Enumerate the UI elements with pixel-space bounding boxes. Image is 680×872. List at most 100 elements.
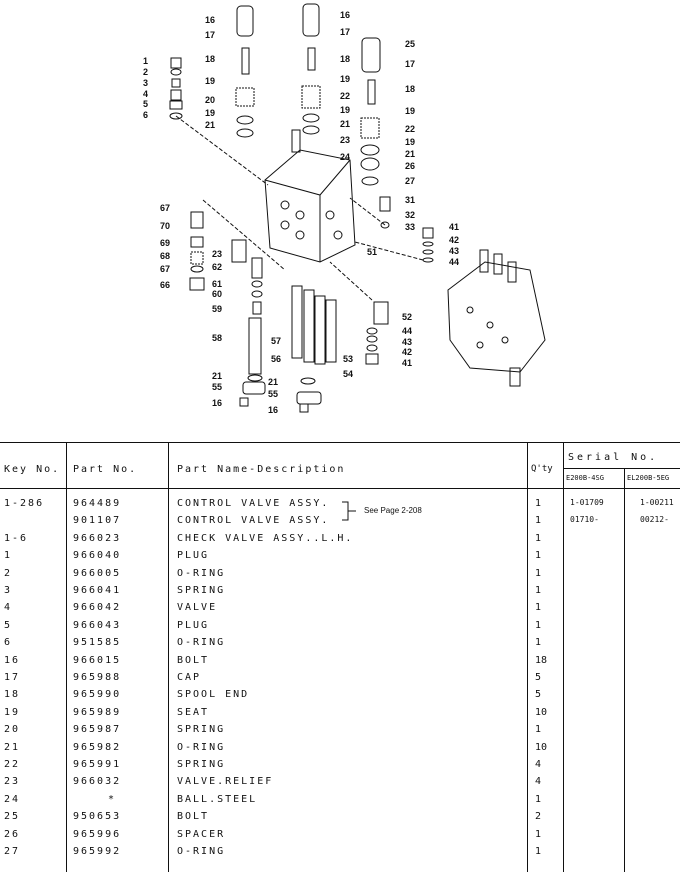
qty-cell: 1 bbox=[535, 498, 542, 509]
part-no-cell: 966032 bbox=[73, 776, 122, 788]
qty-cell: 1 bbox=[535, 828, 542, 840]
callout-label: 69 bbox=[160, 238, 170, 248]
header-key-no: Key No. bbox=[4, 464, 61, 475]
callout-label: 61 bbox=[212, 279, 222, 289]
spring-part bbox=[360, 117, 380, 139]
callout-label: 51 bbox=[367, 247, 377, 257]
callout-label: 4 bbox=[143, 89, 148, 99]
callout-label: 16 bbox=[340, 10, 350, 20]
callout-label: 18 bbox=[340, 54, 350, 64]
key-no-cell: 20 bbox=[4, 724, 21, 736]
qty-cell: 1 bbox=[535, 532, 542, 544]
key-no-cell: 1 bbox=[4, 550, 13, 562]
spool-part bbox=[291, 285, 303, 359]
part-name-cell: SPRING bbox=[177, 585, 226, 596]
callout-label: 62 bbox=[212, 262, 222, 272]
callout-label: 21 bbox=[340, 119, 350, 129]
callout-label: 16 bbox=[212, 398, 222, 408]
spool-end-part bbox=[367, 79, 376, 105]
key-no-cell: 2 bbox=[4, 567, 13, 579]
key-no-cell: 23 bbox=[4, 776, 21, 788]
qty-cell: 18 bbox=[535, 654, 548, 666]
qty-cell: 10 bbox=[535, 741, 548, 753]
spool-part bbox=[314, 295, 326, 365]
callout-label: 19 bbox=[405, 106, 415, 116]
part-name-cell: VALVE.RELIEF bbox=[177, 776, 274, 788]
callout-label: 19 bbox=[205, 108, 215, 118]
qty-cell: 1 bbox=[535, 567, 542, 579]
table-row: 2 966005 O-RING 1 bbox=[0, 568, 680, 585]
qty-cell: 5 bbox=[535, 672, 542, 683]
key-no-cell: 26 bbox=[4, 828, 21, 840]
part-no-cell: 965987 bbox=[73, 724, 122, 736]
part-name-cell: O-RING bbox=[177, 846, 226, 857]
callout-label: 58 bbox=[212, 333, 222, 343]
callout-label: 44 bbox=[402, 326, 412, 336]
part-no-cell: * bbox=[108, 793, 117, 805]
header-bottom-rule bbox=[0, 488, 680, 489]
callout-label: 26 bbox=[405, 161, 415, 171]
part-name-cell: O-RING bbox=[177, 567, 226, 579]
part-no-cell: 966042 bbox=[73, 602, 122, 614]
spring-part bbox=[301, 85, 321, 109]
spool-end-part bbox=[307, 47, 316, 71]
part-name-cell: CONTROL VALVE ASSY. bbox=[177, 515, 330, 527]
callout-label: 43 bbox=[449, 246, 459, 256]
header-serial: Serial No. bbox=[568, 452, 659, 463]
key-no-cell: 24 bbox=[4, 793, 21, 805]
part-name-cell: PLUG bbox=[177, 550, 210, 562]
callout-label: 60 bbox=[212, 289, 222, 299]
callout-label: 67 bbox=[160, 203, 170, 213]
callout-label: 52 bbox=[402, 312, 412, 322]
callout-label: 2 bbox=[143, 67, 148, 77]
part-no-cell: 965991 bbox=[73, 759, 122, 770]
callout-label: 56 bbox=[271, 354, 281, 364]
qty-cell: 4 bbox=[535, 759, 542, 770]
callout-label: 53 bbox=[343, 354, 353, 364]
serial-el200b-cell: 00212- bbox=[640, 515, 669, 525]
assembled-valve-view bbox=[447, 249, 546, 387]
serial-e200b-cell: 1-01709 bbox=[570, 498, 604, 507]
callout-label: 19 bbox=[405, 137, 415, 147]
part-name-cell: O-RING bbox=[177, 637, 226, 649]
callout-label: 17 bbox=[205, 30, 215, 40]
part-name-cell: SPRING bbox=[177, 724, 226, 736]
qty-cell: 1 bbox=[535, 846, 542, 857]
callout-label: 23 bbox=[340, 135, 350, 145]
callout-label: 19 bbox=[340, 105, 350, 115]
relief-valve-part bbox=[373, 301, 389, 325]
callout-label: 27 bbox=[405, 176, 415, 186]
bracket-icon bbox=[342, 501, 356, 521]
column-divider bbox=[527, 442, 528, 872]
parts-list-table: Key No. Part No. Part Name-Description Q… bbox=[0, 442, 680, 872]
callout-label: 66 bbox=[160, 280, 170, 290]
qty-cell: 5 bbox=[535, 689, 542, 701]
part-no-cell: 964489 bbox=[73, 498, 122, 509]
key-no-cell: 25 bbox=[4, 811, 21, 823]
callout-label: 44 bbox=[449, 257, 459, 267]
part-no-cell: 966005 bbox=[73, 567, 122, 579]
control-valve-body bbox=[264, 129, 356, 263]
key-no-cell: 18 bbox=[4, 689, 21, 701]
callout-label: 18 bbox=[205, 54, 215, 64]
spool-part bbox=[248, 317, 262, 375]
spool-part bbox=[303, 289, 315, 363]
column-divider bbox=[168, 442, 169, 872]
callout-label: 57 bbox=[271, 336, 281, 346]
qty-cell: 10 bbox=[535, 706, 548, 718]
spool-end-part bbox=[241, 47, 250, 75]
key-no-cell: 3 bbox=[4, 585, 13, 596]
key-no-cell: 4 bbox=[4, 602, 13, 614]
callout-label: 19 bbox=[205, 76, 215, 86]
callout-label: 59 bbox=[212, 304, 222, 314]
callout-label: 16 bbox=[205, 15, 215, 25]
callout-label: 21 bbox=[405, 149, 415, 159]
qty-cell: 1 bbox=[535, 637, 542, 649]
